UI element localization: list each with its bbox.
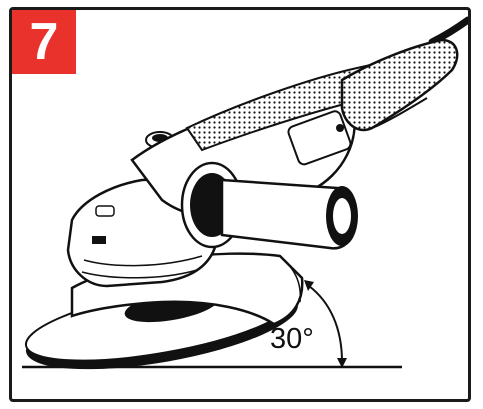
angle-arc <box>308 285 343 363</box>
instruction-panel: 7 <box>9 7 471 402</box>
angle-grinder-illustration <box>22 16 468 370</box>
angle-label: 30° <box>270 323 314 355</box>
power-cord <box>428 16 468 46</box>
angle-arrow-bottom <box>337 358 347 368</box>
angle-arrow-top <box>304 280 314 291</box>
switch-lever <box>287 110 352 166</box>
step-number-badge: 7 <box>12 10 76 74</box>
rear-handle <box>340 38 459 132</box>
